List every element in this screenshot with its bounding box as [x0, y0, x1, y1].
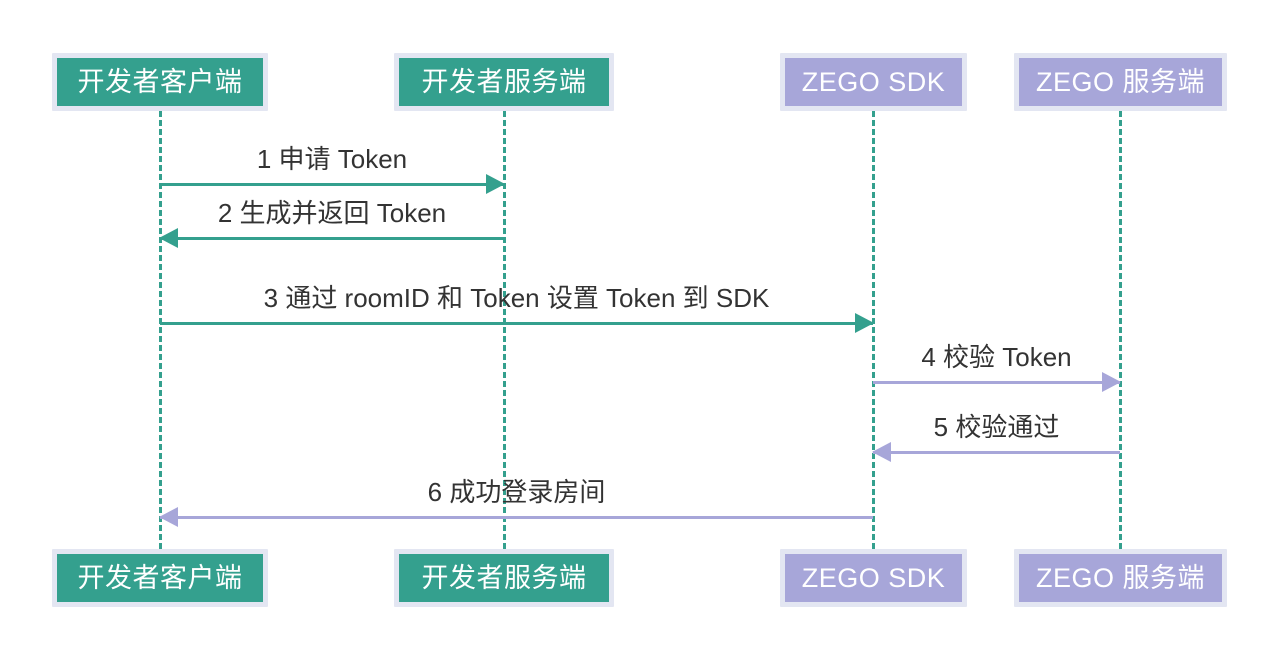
- message-4-label: 4 校验 Token: [921, 342, 1072, 373]
- lifeline-zego-server: [1119, 111, 1122, 549]
- participant-box-bottom-dev-server: 开发者服务端: [394, 549, 614, 607]
- message-3-label: 3 通过 roomID 和 Token 设置 Token 到 SDK: [263, 283, 770, 314]
- message-3-line: [160, 322, 873, 325]
- message-2-label: 2 生成并返回 Token: [217, 198, 447, 229]
- message-6-arrowhead-icon: [159, 507, 178, 527]
- message-5-arrowhead-icon: [872, 442, 891, 462]
- message-6-label: 6 成功登录房间: [427, 477, 606, 508]
- message-5-label: 5 校验通过: [933, 412, 1060, 443]
- message-4-arrowhead-icon: [1102, 372, 1121, 392]
- message-3-arrowhead-icon: [855, 313, 874, 333]
- message-1-label: 1 申请 Token: [256, 144, 408, 175]
- participant-box-top-dev-server: 开发者服务端: [394, 53, 614, 111]
- message-1-line: [160, 183, 504, 186]
- participant-box-top-zego-server: ZEGO 服务端: [1014, 53, 1227, 111]
- message-6-line: [160, 516, 873, 519]
- message-4-line: [873, 381, 1120, 384]
- lifeline-dev-server: [503, 111, 506, 549]
- lifeline-dev-client: [159, 111, 162, 549]
- message-1-arrowhead-icon: [486, 174, 505, 194]
- participant-box-bottom-zego-sdk: ZEGO SDK: [780, 549, 967, 607]
- participant-box-bottom-dev-client: 开发者客户端: [52, 549, 268, 607]
- message-2-arrowhead-icon: [159, 228, 178, 248]
- participant-box-top-zego-sdk: ZEGO SDK: [780, 53, 967, 111]
- participant-box-bottom-zego-server: ZEGO 服务端: [1014, 549, 1227, 607]
- message-5-line: [873, 451, 1120, 454]
- message-2-line: [160, 237, 504, 240]
- participant-box-top-dev-client: 开发者客户端: [52, 53, 268, 111]
